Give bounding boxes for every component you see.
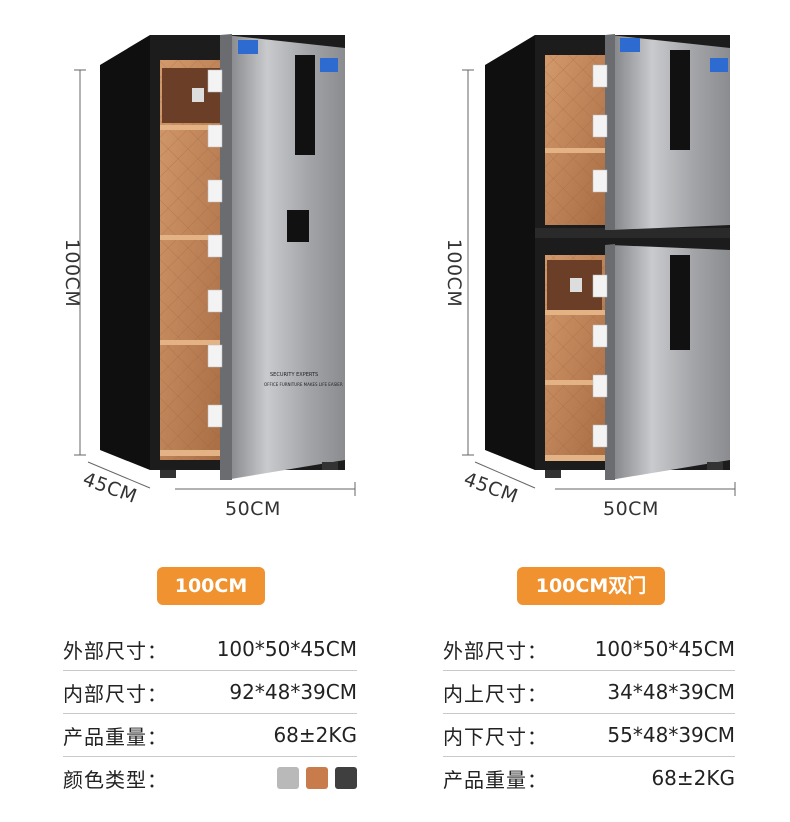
spec-value: 68±2KG (651, 766, 735, 790)
color-swatch-brown[interactable] (306, 767, 328, 789)
spec-row: 外部尺寸： 100*50*45CM (63, 628, 357, 671)
height-dimension-label: 100CM (443, 238, 466, 308)
spec-label: 内部尺寸： (63, 681, 168, 706)
spec-label: 内上尺寸： (443, 681, 548, 706)
spec-row: 产品重量： 68±2KG (63, 714, 357, 757)
spec-label: 产品重量： (63, 724, 168, 749)
color-swatch-black[interactable] (335, 767, 357, 789)
width-dimension-label: 50CM (225, 498, 281, 520)
spec-row: 内下尺寸： 55*48*39CM (443, 714, 735, 757)
spec-table: 外部尺寸： 100*50*45CM 内部尺寸： 92*48*39CM 产品重量：… (63, 628, 357, 799)
model-badge: 100CM双门 (517, 567, 665, 605)
spec-value: 100*50*45CM (594, 637, 735, 661)
spec-value: 68±2KG (273, 723, 357, 747)
spec-row: 产品重量： 68±2KG (443, 757, 735, 799)
model-badge: 100CM (157, 567, 265, 605)
spec-value: 55*48*39CM (607, 723, 735, 747)
color-swatch-silver[interactable] (277, 767, 299, 789)
safe-double-door-image (462, 34, 736, 496)
color-swatches (277, 767, 357, 789)
spec-label: 外部尺寸： (443, 638, 548, 663)
door-print-line-1: SECURITY EXPERTS (270, 372, 319, 378)
spec-label: 内下尺寸： (443, 724, 548, 749)
spec-label: 产品重量： (443, 767, 548, 792)
spec-value: 92*48*39CM (229, 680, 357, 704)
spec-row: 外部尺寸： 100*50*45CM (443, 628, 735, 671)
spec-value: 100*50*45CM (216, 637, 357, 661)
width-dimension-label: 50CM (603, 498, 659, 520)
door-print-line-2: OFFICE FURNITURE MAKES LIFE EASIER (264, 382, 343, 387)
spec-value: 34*48*39CM (607, 680, 735, 704)
spec-row: 颜色类型： (63, 757, 357, 799)
spec-label: 外部尺寸： (63, 638, 168, 663)
safe-single-door-image (74, 34, 356, 496)
spec-table: 外部尺寸： 100*50*45CM 内上尺寸： 34*48*39CM 内下尺寸：… (443, 628, 735, 799)
spec-row: 内上尺寸： 34*48*39CM (443, 671, 735, 714)
height-dimension-label: 100CM (61, 238, 84, 308)
spec-row: 内部尺寸： 92*48*39CM (63, 671, 357, 714)
spec-label: 颜色类型： (63, 767, 168, 792)
